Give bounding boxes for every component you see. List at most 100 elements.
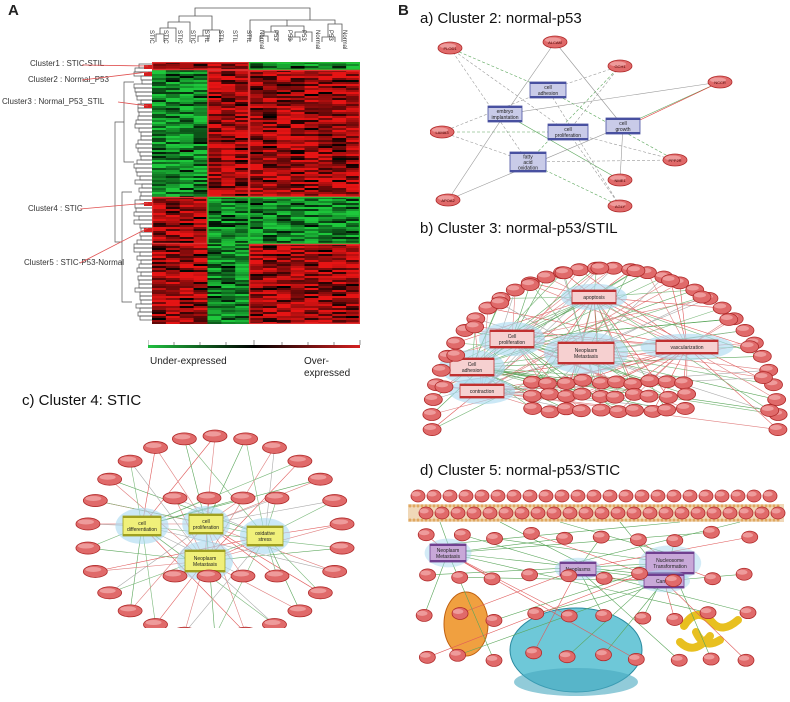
gene-node [640,374,660,388]
network-edge [447,552,495,661]
gene-node [82,565,108,578]
network-edge [141,525,335,572]
network-edge [593,296,750,348]
gene-node [578,506,594,520]
sample-label: P53 [272,30,279,41]
column-dendrogram [155,7,343,42]
svg-text:Metastasis: Metastasis [193,562,217,568]
svg-text:contraction: contraction [470,389,495,395]
gene-node [741,530,759,544]
svg-text:Cell: Cell [508,334,517,340]
gene-node: PPP2R [662,153,688,167]
network-b-title: b) Cluster 3: normal-p53/STIL [420,220,618,237]
gene-node [719,313,739,326]
network-edge [547,89,621,207]
network-edge [527,161,621,207]
gene-node [233,432,259,446]
svg-text:Transformation: Transformation [653,564,687,570]
svg-text:NCCR: NCCR [714,80,726,85]
gene-node [557,389,576,403]
gene-node [556,402,576,416]
gene-node [117,604,143,618]
svg-text:Metastasis: Metastasis [574,354,598,360]
gene-node [666,489,682,503]
gene-node [569,263,589,277]
gene-node [704,572,721,586]
gene-node [322,565,348,578]
network-edge [559,521,665,553]
gene-node [631,567,648,580]
gene-node [442,489,458,503]
gene-node [176,626,192,628]
gene-node [657,375,677,389]
gene-node [485,654,503,667]
gene-node [570,489,586,503]
sample-label: Normal [341,30,348,50]
network-c: celldifferentiationcellproliferationoxid… [75,429,355,628]
gene-node [650,489,666,503]
row-dendrogram [114,63,152,321]
gene-node [630,533,647,547]
gene-node [466,506,482,520]
gene-node [449,648,467,662]
gene-node: NME1 [607,173,633,187]
cluster3-label: Cluster3 : Normal_P53_STIL [2,97,105,106]
network-edge [554,41,624,127]
gene-node [287,454,313,468]
gene-node: LAMA3 [430,125,455,139]
network-edge [447,552,709,613]
gene-node [434,506,450,520]
network-edge [449,47,569,133]
network-edge [511,319,729,340]
network-edge [205,523,321,594]
sample-label: P53 [286,30,292,41]
svg-text:growth: growth [615,127,630,133]
svg-text:embryo: embryo [497,109,514,115]
gene-node [474,489,490,503]
svg-text:PPP2R: PPP2R [668,158,681,163]
svg-text:oxidation: oxidation [518,166,538,172]
gene-node [674,506,690,520]
gene-node [657,403,677,417]
sample-label: STIL [203,30,210,43]
svg-text:proliferation: proliferation [193,525,219,531]
gene-node [538,489,554,503]
gene-node [605,390,625,404]
gene-node [752,349,772,363]
network-edge [141,525,242,628]
gene-node [264,569,290,583]
gene-node [602,489,618,503]
process-node: contraction [449,377,515,405]
gene-node [642,506,658,520]
gene-node [262,441,287,454]
svg-text:apoptosis: apoptosis [583,295,605,301]
gene-node [643,404,663,418]
gene-node [485,614,503,627]
network-d: NeoplasmMetastasisNeoplasmsNucleosomeTra… [408,489,786,696]
gene-node [431,363,451,377]
gene-node [698,489,714,503]
gene-node [670,653,688,667]
gene-node: ALCAM [542,35,568,49]
network-edge [663,580,747,661]
gene-node: PLOD1 [437,41,463,55]
svg-text:PLOD1: PLOD1 [443,46,457,51]
process-node: vascularization [640,333,734,361]
gene-node [490,489,506,503]
gene-node [417,528,435,542]
gene-node [735,567,753,581]
gene-node [546,506,562,520]
network-edge [471,366,779,415]
gene-node [607,375,626,389]
gene-node [594,506,610,520]
svg-text:Nucleosome: Nucleosome [656,558,684,564]
gene-node [307,472,333,486]
svg-text:acid: acid [523,160,532,166]
gene-node [592,530,610,544]
